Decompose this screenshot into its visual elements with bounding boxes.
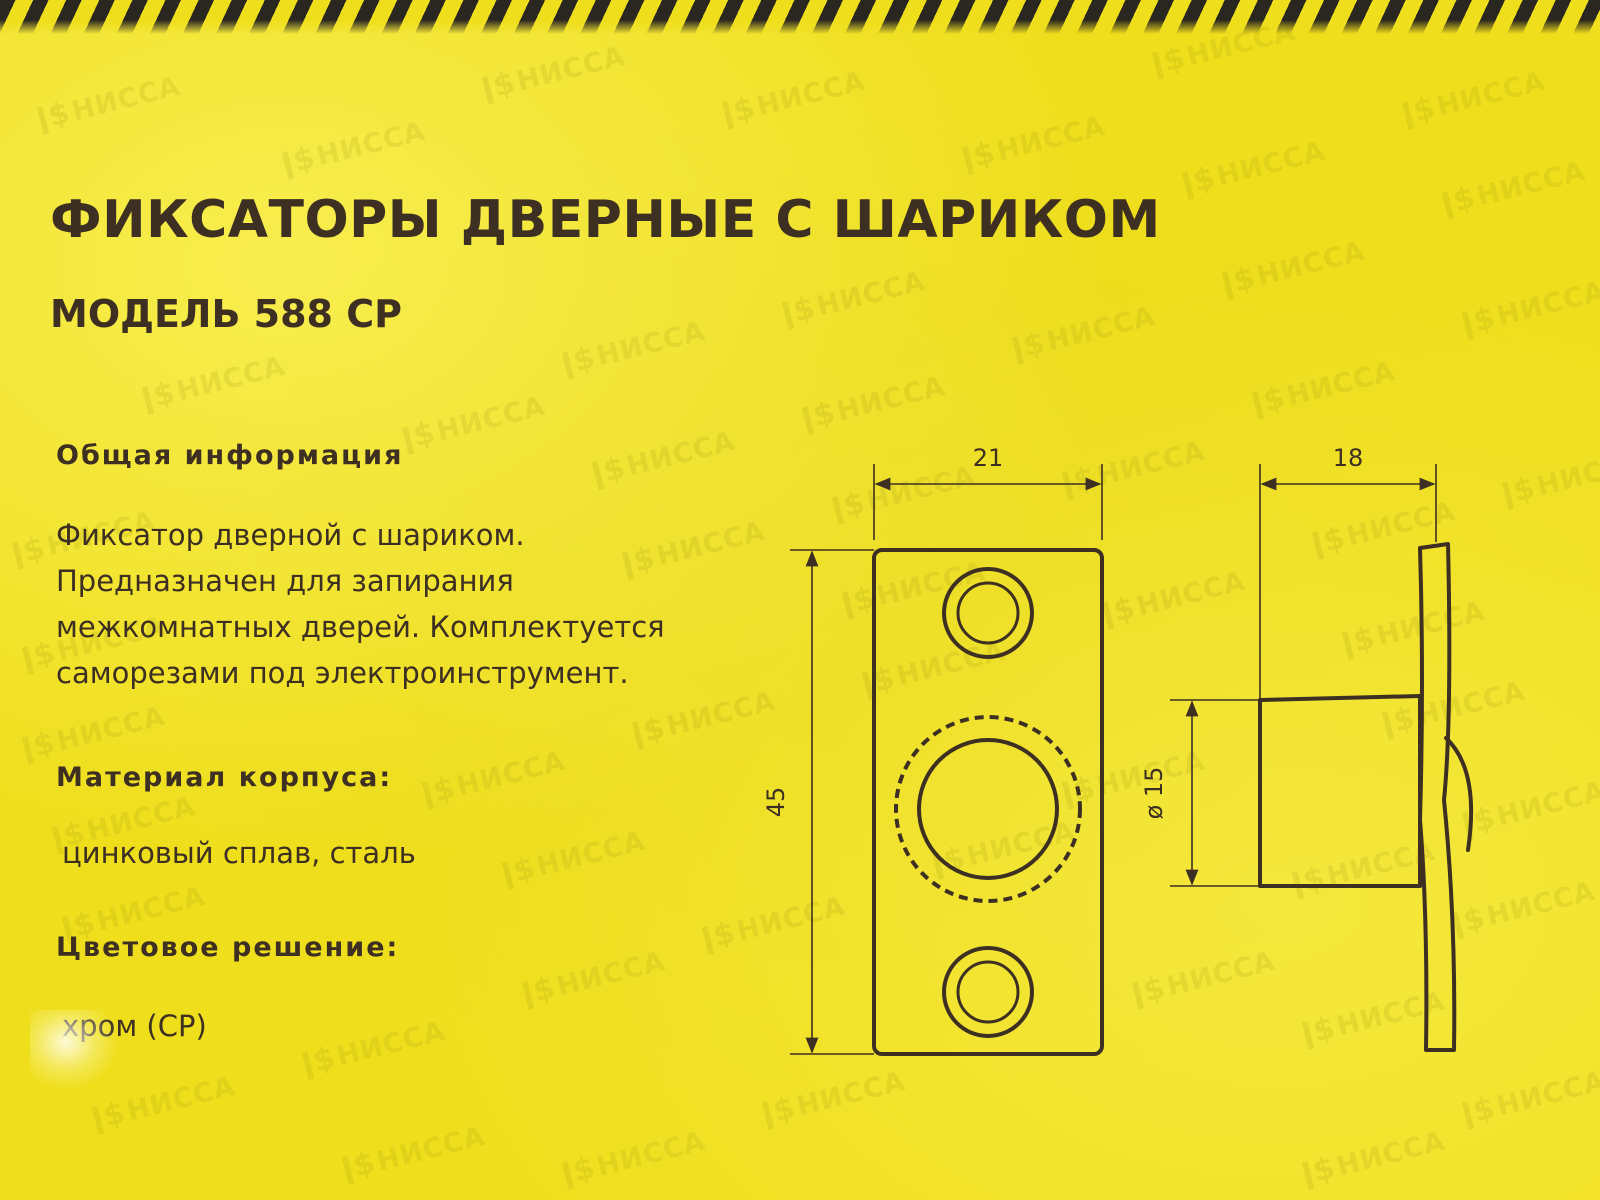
model-number: МОДЕЛЬ 588 CP: [50, 292, 402, 336]
ball-outline: [917, 738, 1059, 880]
front-height-label: 45: [762, 787, 790, 818]
side-depth-label: 18: [1333, 444, 1364, 472]
general-info-heading: Общая информация: [56, 440, 404, 471]
screw-hole-outer: [942, 567, 1034, 659]
side-cylinder-outline: [1258, 694, 1422, 888]
material-heading: Материал корпуса:: [56, 762, 393, 793]
general-info-line: Предназначен для запирания: [56, 564, 514, 598]
product-title: ФИКСАТОРЫ ДВЕРНЫЕ С ШАРИКОМ: [50, 190, 1161, 250]
hazard-stripe-border: [0, 0, 1600, 34]
front-plate-outline: [872, 548, 1104, 1056]
side-plate-outline: [1418, 542, 1457, 1052]
technical-drawing: 21 45 18 ø 15: [762, 444, 1474, 1056]
general-info-line: Фиксатор дверной с шариком.: [56, 518, 525, 552]
side-ball-outline: [1444, 736, 1474, 852]
general-info-text: Фиксатор дверной с шариком. Предназначен…: [56, 512, 665, 696]
color-heading: Цветовое решение:: [56, 932, 400, 963]
ball-housing-dashed: [894, 715, 1082, 903]
color-value: хром (CP): [62, 1009, 207, 1043]
general-info-line: саморезами под электроинструмент.: [56, 656, 629, 690]
screw-hole-outer: [942, 946, 1034, 1038]
side-diameter-label: ø 15: [1140, 767, 1168, 820]
side-view: [1170, 464, 1474, 1052]
front-width-label: 21: [973, 444, 1004, 472]
material-value: цинковый сплав, сталь: [62, 836, 416, 870]
screw-hole-inner: [956, 581, 1020, 645]
screw-hole-inner: [956, 960, 1020, 1024]
front-view: [790, 464, 1104, 1056]
general-info-line: межкомнатных дверей. Комплектуется: [56, 610, 665, 644]
